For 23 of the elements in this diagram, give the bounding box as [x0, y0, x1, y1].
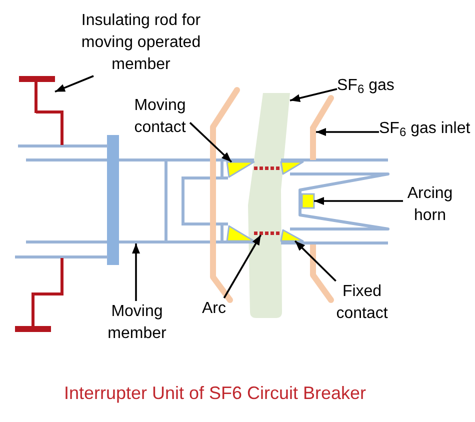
leader-arrow	[223, 234, 262, 298]
part-label: Moving contact	[130, 95, 190, 139]
part-label: Moving member	[105, 301, 169, 345]
leader-arrow	[290, 88, 338, 102]
part-label: Arcing horn	[403, 183, 457, 227]
arc	[254, 232, 280, 235]
gas-band	[248, 93, 290, 318]
leader-arrow	[294, 240, 336, 282]
leader-arrow	[316, 128, 379, 136]
part-label: Fixed contact	[332, 281, 392, 325]
leader-arrow	[314, 197, 403, 205]
caption: Interrupter Unit of SF6 Circuit Breaker	[64, 382, 366, 404]
fixed-contact	[280, 229, 304, 242]
leader-arrow	[132, 244, 140, 301]
part-label: SF$_{6}$ gas inlet	[379, 118, 470, 140]
part-label: Insulating rod for moving operated member	[77, 10, 205, 76]
part-label: Arc	[202, 298, 226, 320]
leader-arrow	[54, 75, 94, 93]
part-label: SF$_{6}$ gas	[337, 75, 394, 97]
arcing-horn	[301, 193, 315, 209]
leader-arrow	[189, 122, 232, 163]
gas-inlet-tube	[310, 127, 316, 160]
insulating-rod	[19, 76, 55, 113]
